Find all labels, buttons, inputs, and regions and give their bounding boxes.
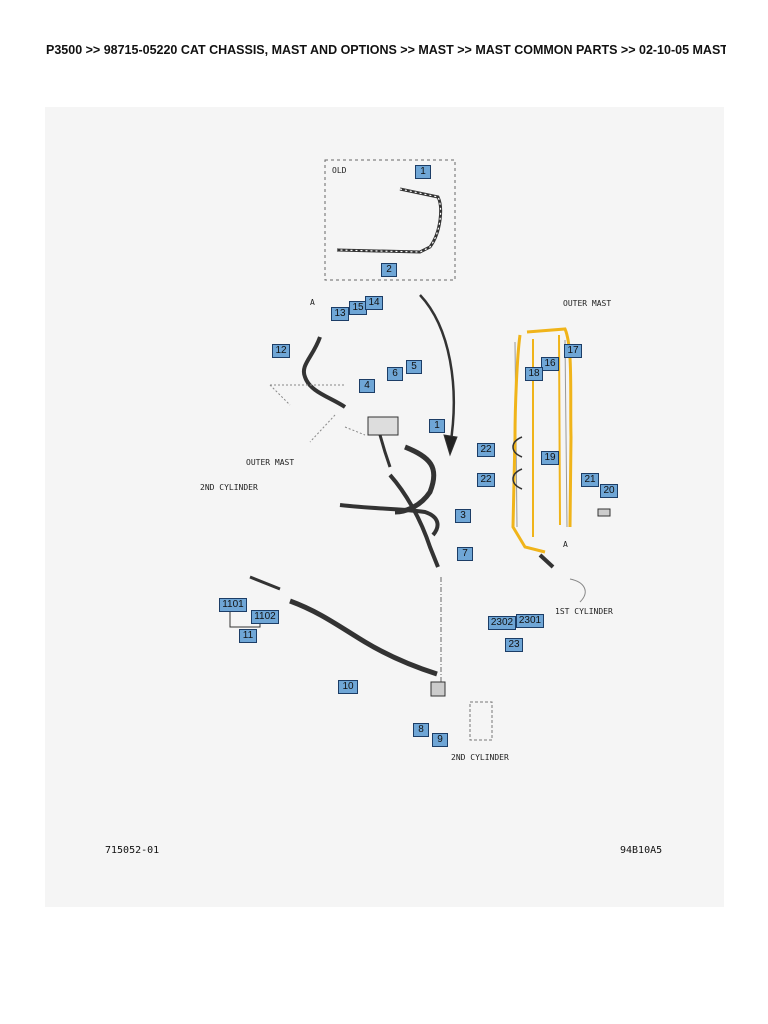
- callout-20[interactable]: 20: [600, 484, 618, 498]
- callout-8[interactable]: 8: [413, 723, 429, 737]
- callout-1[interactable]: 1: [429, 419, 445, 433]
- callout-14[interactable]: 14: [365, 296, 383, 310]
- u-bolt-lower: [512, 468, 523, 490]
- block-4: [367, 416, 399, 436]
- breadcrumb: P3500 >> 98715-05220 CAT CHASSIS, MAST A…: [46, 43, 726, 57]
- callout-21[interactable]: 21: [581, 473, 599, 487]
- callout-18[interactable]: 18: [525, 367, 543, 381]
- outer-mast-top-label: OUTER MAST: [563, 299, 612, 308]
- callout-1101[interactable]: 1101: [219, 598, 247, 612]
- callout-22-lower[interactable]: 22: [477, 473, 495, 487]
- callout-1102[interactable]: 1102: [251, 610, 279, 624]
- drawing-number-left: 715052-01: [105, 845, 160, 856]
- callout-22-upper[interactable]: 22: [477, 443, 495, 457]
- old-label: OLD: [332, 166, 347, 175]
- callout-3[interactable]: 3: [455, 509, 471, 523]
- drawing-number-right: 94B10A5: [620, 845, 663, 856]
- view-a-left-label: A: [310, 298, 315, 307]
- u-bolt-upper: [512, 436, 523, 458]
- callout-2302[interactable]: 2302: [488, 616, 516, 630]
- first-cylinder-label: 1ST CYLINDER: [555, 607, 613, 616]
- callout-2301[interactable]: 2301: [516, 614, 544, 628]
- callout-16[interactable]: 16: [541, 357, 559, 371]
- old-hose: [336, 187, 443, 254]
- callout-4[interactable]: 4: [359, 379, 375, 393]
- callout-13[interactable]: 13: [331, 307, 349, 321]
- second-cylinder-left-label: 2ND CYLINDER: [200, 483, 258, 492]
- callout-17[interactable]: 17: [564, 344, 582, 358]
- callout-23[interactable]: 23: [505, 638, 523, 652]
- view-a-right-label: A: [563, 540, 568, 549]
- bolt-20: [597, 508, 611, 517]
- callout-5[interactable]: 5: [406, 360, 422, 374]
- highlight-hose-outline: [511, 327, 573, 554]
- callout-19[interactable]: 19: [541, 451, 559, 465]
- callout-6[interactable]: 6: [387, 367, 403, 381]
- parts-diagram: OLD OUTER MAST OUTER MAST 2ND CYLINDER 1…: [45, 107, 724, 907]
- callout-10[interactable]: 10: [338, 680, 358, 694]
- hose-10: [289, 598, 438, 677]
- second-cylinder-bottom: [469, 701, 493, 741]
- callout-9[interactable]: 9: [432, 733, 448, 747]
- outer-mast-left-label: OUTER MAST: [246, 458, 295, 467]
- old-part-box: [324, 159, 456, 281]
- fitting-1101: [249, 575, 281, 591]
- hose-7: [388, 473, 440, 568]
- hose-3: [339, 503, 440, 537]
- callout-1-old[interactable]: 1: [415, 165, 431, 179]
- callout-2[interactable]: 2: [381, 263, 397, 277]
- lower-hose-1st: [538, 553, 555, 569]
- callout-12[interactable]: 12: [272, 344, 290, 358]
- direction-arrow: [419, 294, 455, 448]
- diagram-drawing: [229, 159, 611, 741]
- hose-1: [394, 444, 437, 515]
- callout-15[interactable]: 15: [349, 301, 367, 315]
- hose-12: [301, 336, 347, 409]
- callout-7[interactable]: 7: [457, 547, 473, 561]
- second-cylinder-bottom-label: 2ND CYLINDER: [451, 753, 509, 762]
- callout-11[interactable]: 11: [239, 629, 257, 643]
- tee-fitting: [430, 681, 446, 697]
